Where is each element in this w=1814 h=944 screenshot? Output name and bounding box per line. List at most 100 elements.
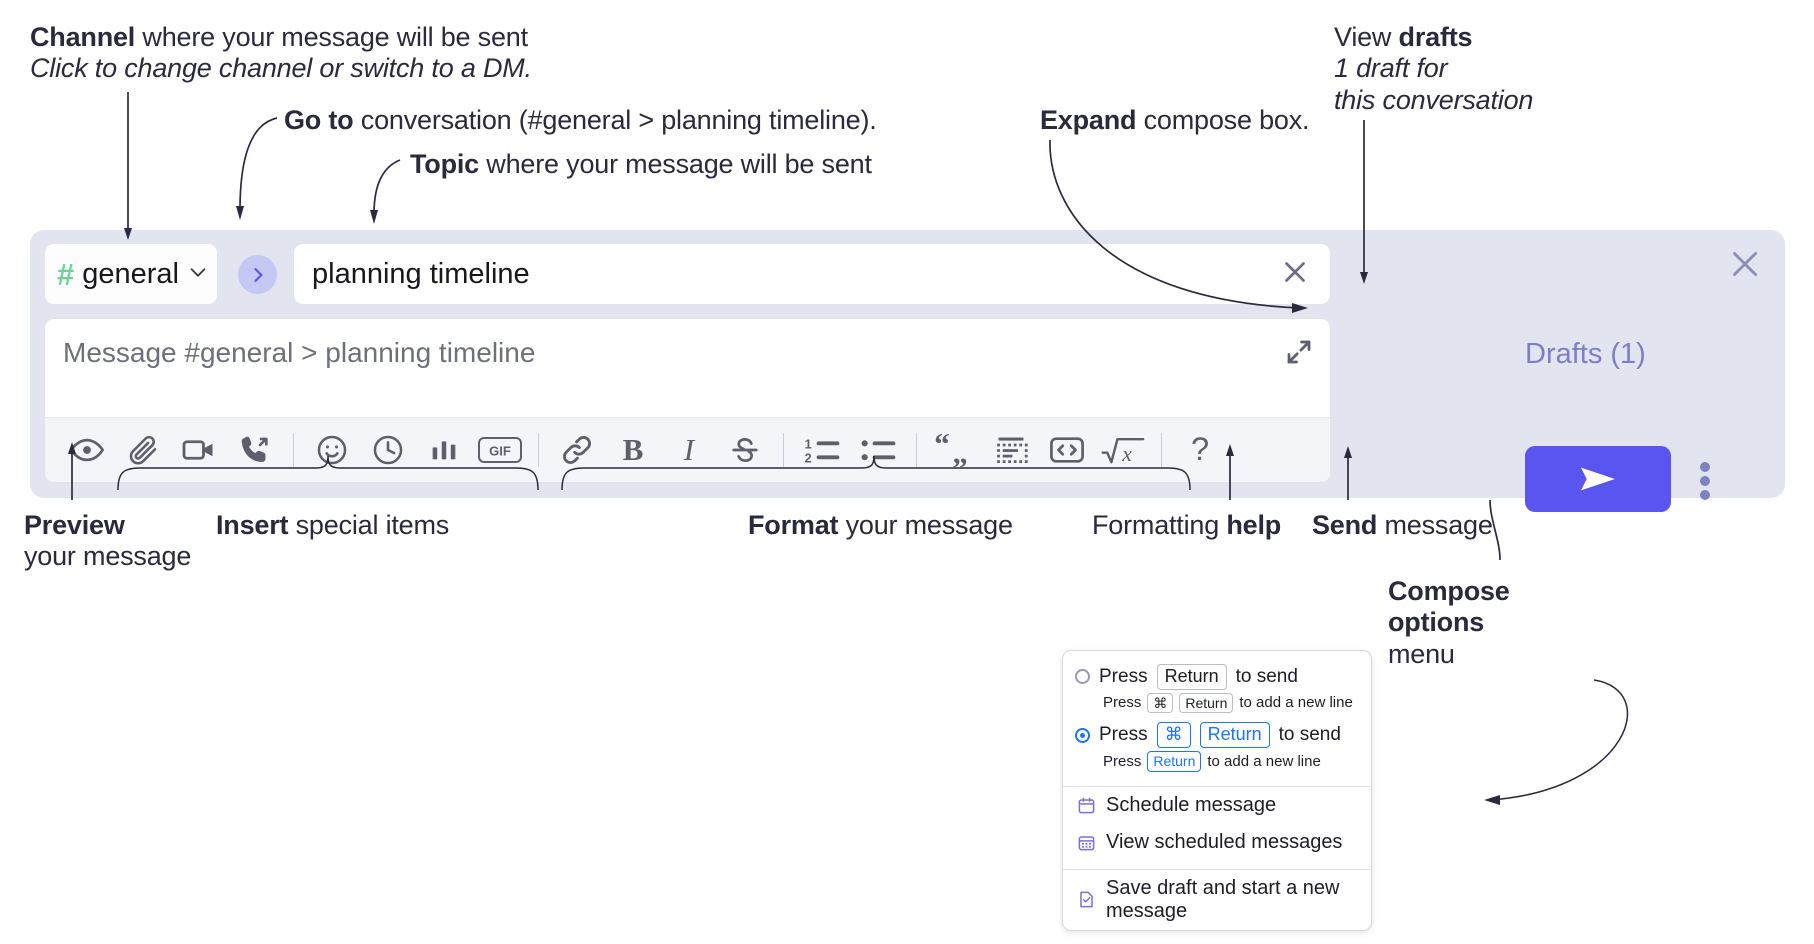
annotation-preview-line2: your message bbox=[24, 541, 192, 572]
drafts-link[interactable]: Drafts (1) bbox=[1525, 338, 1646, 370]
menu-radio-option-2-sub: Press Return to add a new line bbox=[1063, 748, 1371, 778]
annotation-topic-rest: where your message will be sent bbox=[479, 149, 872, 179]
radio-1-pre: Press bbox=[1099, 665, 1148, 687]
annotation-preview: Preview your message bbox=[24, 510, 191, 573]
preview-icon[interactable] bbox=[59, 422, 115, 478]
goto-conversation-button[interactable] bbox=[238, 255, 277, 294]
menu-item-schedule-message[interactable]: Schedule message bbox=[1063, 787, 1371, 824]
toolbar-separator bbox=[916, 433, 917, 467]
compose-options-button[interactable] bbox=[1700, 458, 1710, 504]
annotation-insert: Insert special items bbox=[216, 510, 449, 541]
toolbar-separator bbox=[1161, 433, 1162, 467]
channel-row: # general planning timeline bbox=[44, 243, 1331, 305]
expand-icon[interactable] bbox=[1284, 337, 1314, 372]
annotation-channel: Channel where your message will be sent … bbox=[30, 22, 532, 85]
calendar-icon bbox=[1077, 796, 1096, 815]
menu-item-label: Save draft and start a new message bbox=[1106, 876, 1340, 922]
svg-text:“: “ bbox=[934, 433, 950, 461]
radio-1-sub-pre: Press bbox=[1103, 694, 1142, 712]
annotation-expand-rest: compose box. bbox=[1136, 105, 1310, 135]
compose-inner: # general planning timeline Message #gen… bbox=[44, 243, 1331, 483]
topic-value: planning timeline bbox=[312, 257, 530, 290]
svg-text:2: 2 bbox=[805, 452, 812, 466]
menu-radio-option-1[interactable]: Press Return to send bbox=[1063, 661, 1371, 690]
hash-icon: # bbox=[57, 256, 75, 292]
send-button[interactable] bbox=[1525, 446, 1671, 512]
key-return: Return bbox=[1179, 692, 1234, 714]
radio-2-post: to send bbox=[1278, 724, 1341, 746]
annotation-channel-italic: Click to change channel or switch to a D… bbox=[30, 53, 532, 84]
help-icon[interactable]: ? bbox=[1172, 422, 1228, 478]
svg-text:1: 1 bbox=[805, 438, 812, 452]
annotation-drafts: View drafts 1 draft for this conversatio… bbox=[1334, 22, 1533, 116]
menu-radio-option-2[interactable]: Press ⌘ Return to send bbox=[1063, 719, 1371, 748]
annotation-insert-rest: special items bbox=[288, 510, 450, 540]
menu-item-view-scheduled-messages[interactable]: View scheduled messages bbox=[1063, 824, 1371, 861]
annotation-drafts-plain: View bbox=[1334, 22, 1399, 52]
message-placeholder: Message #general > planning timeline bbox=[63, 337, 536, 368]
clock-icon[interactable] bbox=[360, 422, 416, 478]
annotation-format-bold: Format bbox=[748, 510, 839, 540]
annotation-drafts-italic1: 1 draft for bbox=[1334, 53, 1448, 84]
svg-text:B: B bbox=[623, 433, 644, 467]
channel-name-label: general bbox=[82, 257, 179, 290]
phone-forward-icon[interactable] bbox=[227, 422, 283, 478]
menu-item-label: View scheduled messages bbox=[1106, 830, 1343, 853]
toolbar-separator bbox=[538, 433, 539, 467]
annotation-compose-options-line3: menu bbox=[1388, 638, 1455, 669]
bulleted-list-icon[interactable] bbox=[850, 422, 906, 478]
annotation-help-plain: Formatting bbox=[1092, 510, 1227, 540]
radio-2-sub-post: to add a new line bbox=[1207, 752, 1321, 770]
key-return: Return bbox=[1156, 664, 1227, 690]
compose-options-menu: Press Return to send Press ⌘ Return to a… bbox=[1062, 650, 1372, 931]
annotation-goto-bold: Go to bbox=[284, 105, 354, 135]
message-input-box[interactable]: Message #general > planning timeline bbox=[44, 318, 1331, 483]
clear-icon[interactable] bbox=[1278, 255, 1312, 294]
annotation-help: Formatting help bbox=[1092, 510, 1281, 541]
compose-panel: # general planning timeline Message #gen… bbox=[30, 230, 1785, 498]
svg-text:GIF: GIF bbox=[489, 444, 511, 459]
key-return: Return bbox=[1147, 750, 1202, 772]
blockquote-icon[interactable]: “„ bbox=[927, 422, 983, 478]
radio-1-sub-post: to add a new line bbox=[1239, 694, 1353, 712]
menu-item-save-draft[interactable]: Save draft and start a new message bbox=[1063, 870, 1371, 930]
svg-text:„: „ bbox=[952, 435, 968, 467]
chevron-down-icon bbox=[187, 261, 209, 288]
gif-icon[interactable]: GIF bbox=[472, 422, 528, 478]
emoji-icon[interactable] bbox=[304, 422, 360, 478]
send-paper-plane-icon bbox=[1581, 467, 1615, 491]
annotation-channel-rest: where your message will be sent bbox=[135, 22, 528, 52]
menu-item-label: Schedule message bbox=[1106, 793, 1277, 816]
connector-goto bbox=[239, 117, 278, 211]
annotation-goto: Go to conversation (#general > planning … bbox=[284, 105, 877, 136]
annotation-format: Format your message bbox=[748, 510, 1013, 541]
vertical-dots-icon bbox=[1700, 462, 1710, 472]
annotation-drafts-bold: drafts bbox=[1398, 22, 1473, 52]
video-camera-icon[interactable] bbox=[171, 422, 227, 478]
annotation-goto-rest: conversation (#general > planning timeli… bbox=[353, 105, 877, 135]
key-return: Return bbox=[1199, 722, 1270, 748]
annotation-channel-bold: Channel bbox=[30, 22, 136, 52]
attachment-icon[interactable] bbox=[115, 422, 171, 478]
topic-input[interactable]: planning timeline bbox=[293, 243, 1331, 305]
strikethrough-icon[interactable] bbox=[717, 422, 773, 478]
toolbar-separator bbox=[293, 433, 294, 467]
connector-topic bbox=[373, 159, 401, 215]
annotation-send: Send message bbox=[1312, 510, 1493, 541]
code-block-icon[interactable] bbox=[983, 422, 1039, 478]
annotation-expand-bold: Expand bbox=[1040, 105, 1137, 135]
menu-radio-option-1-sub: Press ⌘ Return to add a new line bbox=[1063, 690, 1371, 720]
bold-icon[interactable]: B bbox=[605, 422, 661, 478]
link-icon[interactable] bbox=[549, 422, 605, 478]
italic-icon[interactable]: I bbox=[661, 422, 717, 478]
calendar-grid-icon bbox=[1077, 833, 1096, 852]
math-icon[interactable]: x bbox=[1095, 422, 1151, 478]
channel-selector[interactable]: # general bbox=[44, 243, 218, 305]
bar-chart-icon[interactable] bbox=[416, 422, 472, 478]
inline-code-icon[interactable] bbox=[1039, 422, 1095, 478]
vertical-dots-icon bbox=[1700, 490, 1710, 500]
radio-unselected-icon bbox=[1075, 669, 1090, 685]
close-icon[interactable] bbox=[1727, 246, 1763, 287]
annotation-preview-bold: Preview bbox=[24, 510, 125, 540]
